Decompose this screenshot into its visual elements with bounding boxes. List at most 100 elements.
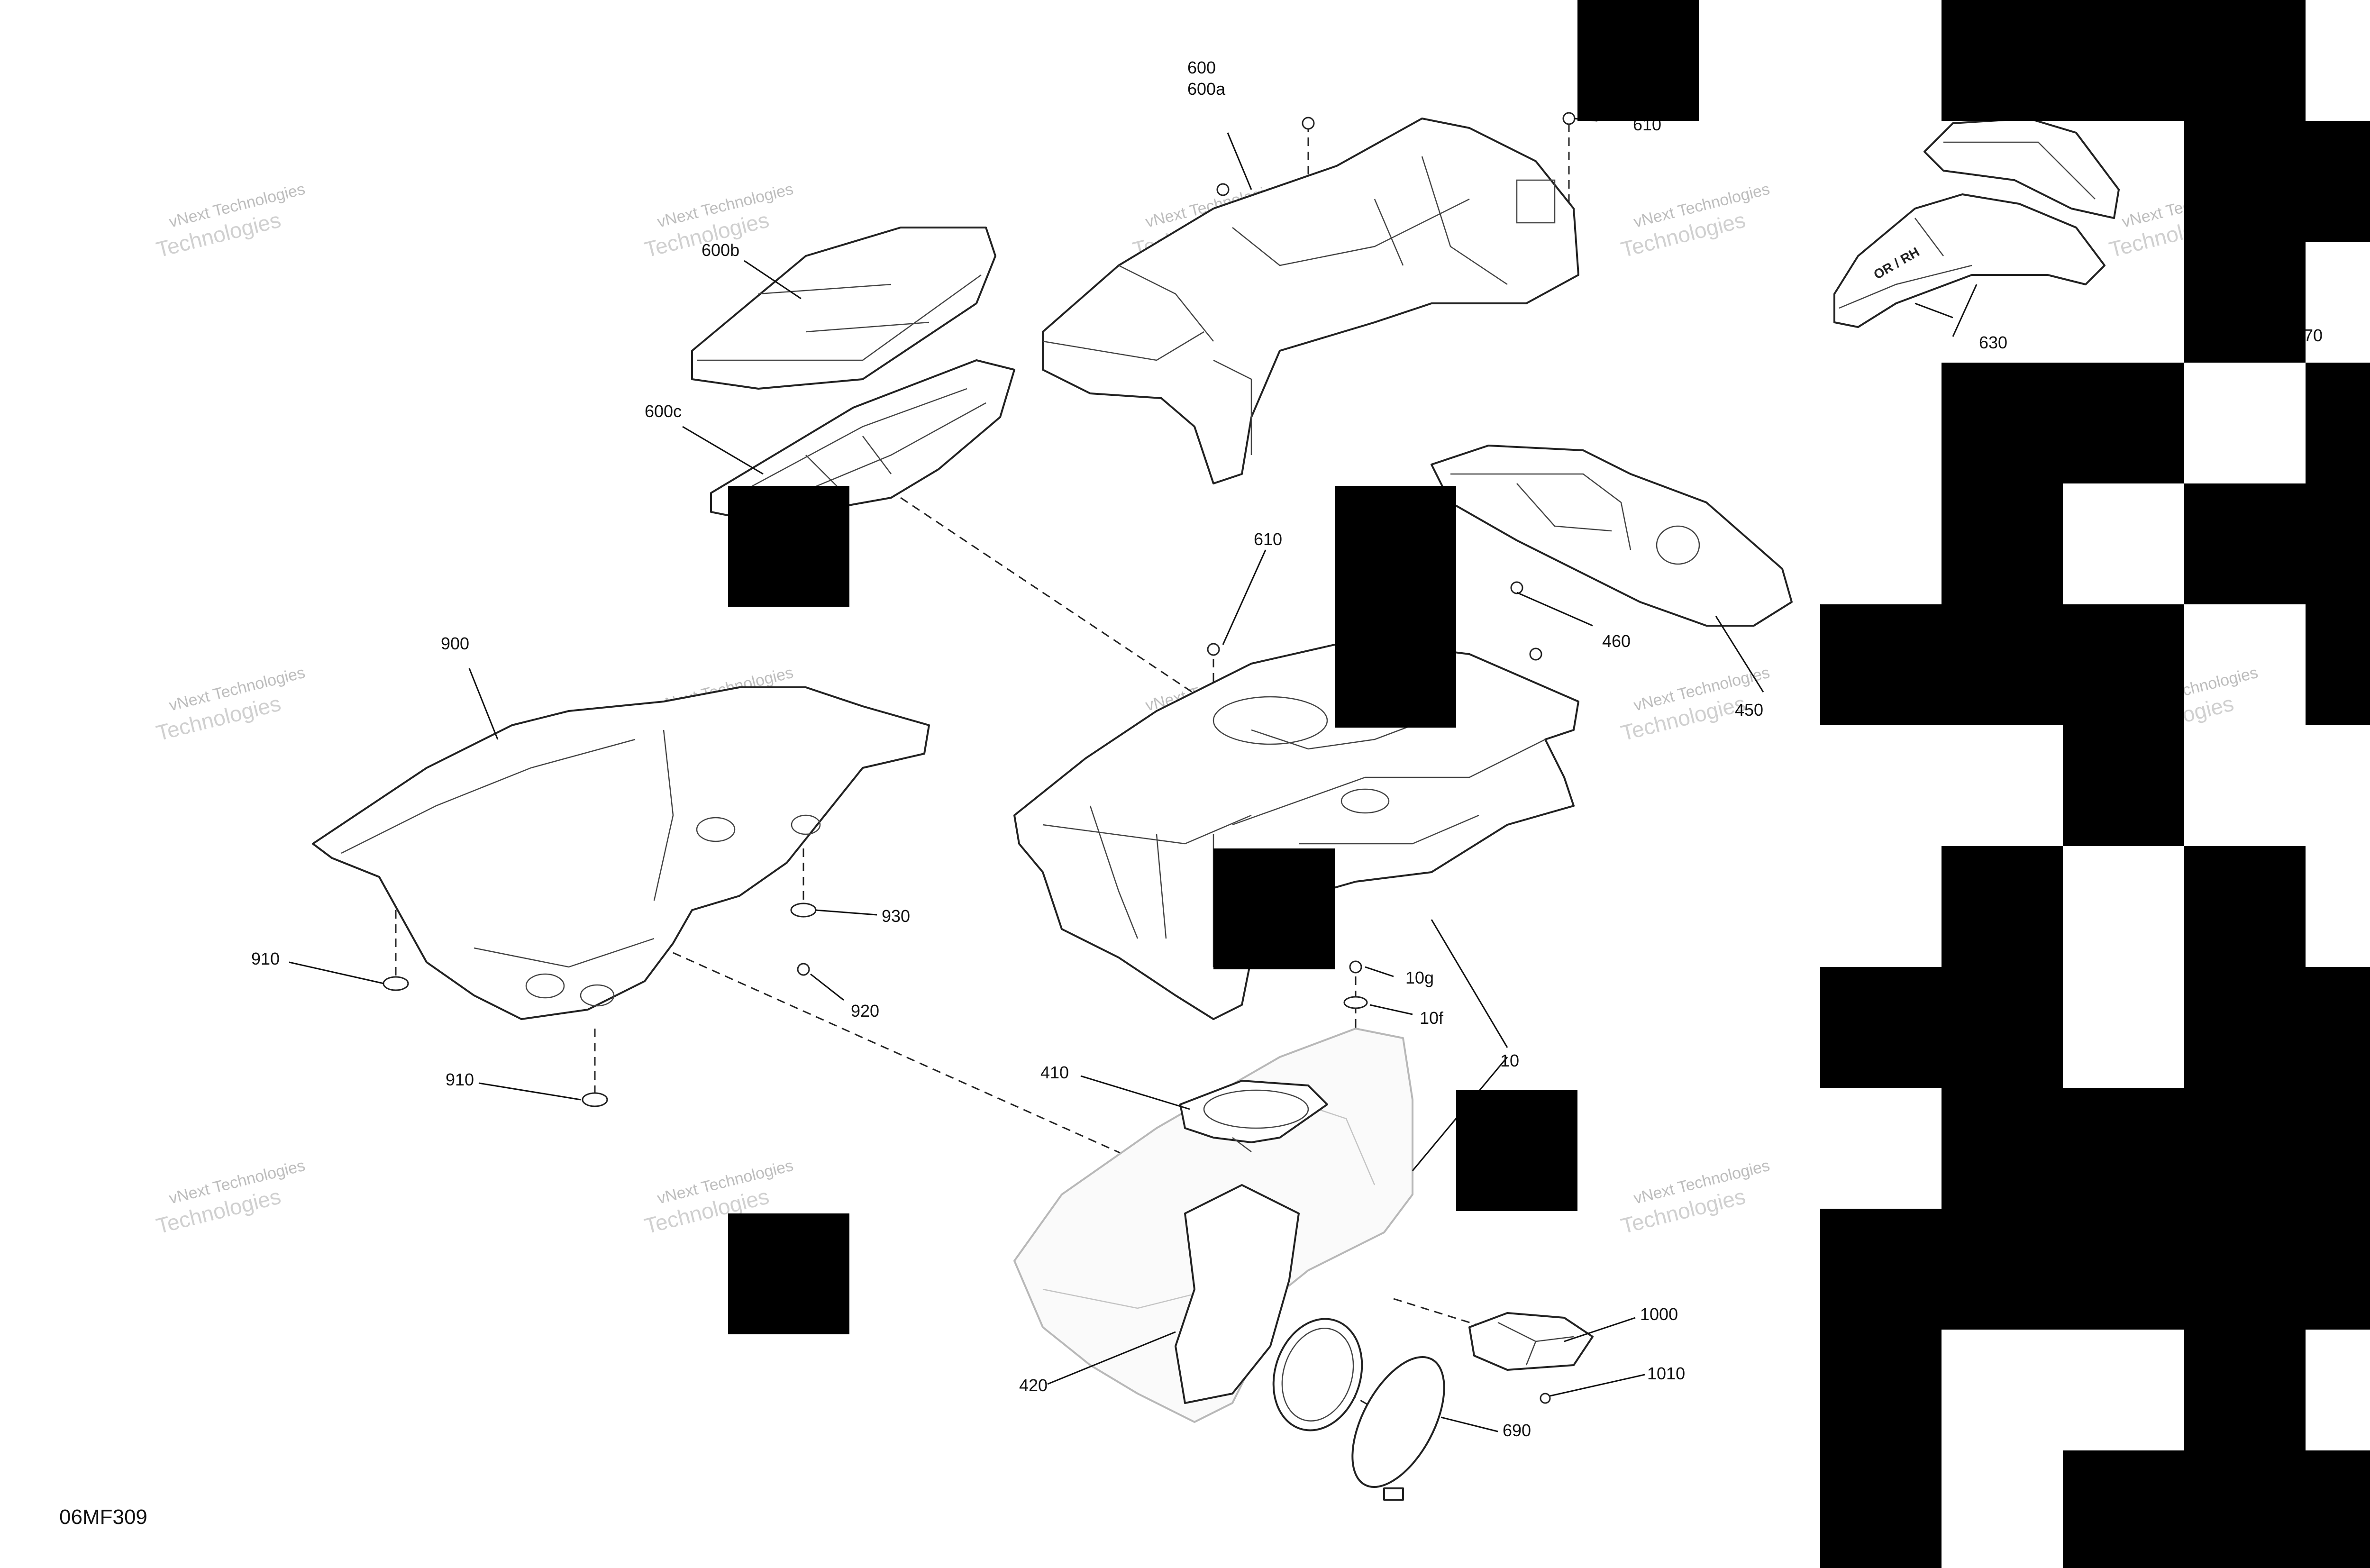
callout-label: 450 [1735, 700, 1763, 720]
drawing-id: 06MF309 [59, 1505, 147, 1529]
redaction-block [1942, 0, 2306, 121]
callout-label: 10f [1420, 1008, 1444, 1028]
fastener[interactable] [383, 976, 409, 991]
callout-label: 1010 [1647, 1364, 1685, 1383]
callouts: 600 600a 610 600b 600c 630 70 610 460 45… [251, 58, 2323, 1440]
callout-label: 930 [882, 906, 910, 926]
redaction-block [728, 486, 849, 607]
assembly-line [900, 497, 1200, 698]
redaction-block [1820, 967, 2063, 1088]
redaction-blocks [728, 0, 2370, 1568]
leader-line [682, 426, 764, 475]
redaction-block [1942, 363, 2184, 483]
redaction-block [2184, 967, 2370, 1088]
leader-line [1227, 132, 1252, 190]
leader-line [478, 1082, 581, 1101]
fastener[interactable] [1540, 1393, 1551, 1404]
redaction-block [2184, 121, 2306, 363]
leader-line [1222, 549, 1267, 645]
leader-line [1080, 1075, 1190, 1110]
callout-label: 690 [1503, 1421, 1531, 1440]
fastener[interactable] [1302, 117, 1315, 130]
redaction-block [1335, 486, 1456, 728]
leader-line [289, 961, 384, 985]
redaction-block [2184, 1330, 2306, 1450]
callout-label: 10 [1500, 1051, 1519, 1070]
fastener[interactable] [1562, 112, 1576, 125]
clamp-ring[interactable] [1333, 1342, 1463, 1501]
leader-line [1440, 1416, 1498, 1432]
watermark: vNext Technologies Technologies [1618, 180, 1771, 262]
seat-cushion[interactable] [691, 227, 996, 390]
redaction-block [1456, 1090, 1577, 1211]
redaction-block [2306, 121, 2370, 242]
redaction-block [1942, 483, 2063, 604]
leader-line [1369, 1004, 1413, 1015]
watermark: vNext Technologies Technologies [154, 1157, 307, 1239]
redaction-block [1213, 848, 1335, 969]
redaction-block [728, 1213, 849, 1334]
redaction-block [1820, 1330, 1942, 1568]
watermark: vNext Technologies Technologies [154, 180, 307, 262]
fastener[interactable] [1349, 960, 1362, 974]
redaction-block [1577, 0, 1699, 121]
fastener[interactable] [582, 1092, 608, 1107]
fastener[interactable] [1510, 581, 1523, 594]
side-panel-rh[interactable] [1431, 445, 1793, 627]
fastener[interactable] [790, 903, 817, 918]
leader-line [1564, 1317, 1636, 1342]
fuel-tank-top-housing[interactable] [1042, 118, 1579, 484]
leader-line [468, 668, 499, 740]
duct-cap[interactable] [1468, 1312, 1594, 1371]
redaction-block [2063, 725, 2184, 846]
fastener[interactable] [797, 963, 810, 976]
fastener[interactable] [1529, 647, 1542, 661]
leader-line [1047, 1331, 1176, 1385]
callout-label: 910 [446, 1070, 474, 1089]
assembly-line [1298, 1364, 1432, 1442]
air-tube[interactable] [1175, 1184, 1376, 1442]
callout-label: 910 [251, 949, 280, 968]
redaction-block [1820, 1209, 2370, 1330]
callout-label: 420 [1019, 1376, 1048, 1395]
fastener[interactable] [1207, 643, 1220, 656]
watermark: vNext Technologies Technologies [1618, 1157, 1771, 1239]
callout-label: 900 [441, 634, 469, 653]
leader-line [815, 909, 877, 916]
leader-line [1550, 1374, 1645, 1397]
callout-label: 600 [1187, 58, 1216, 77]
leader-line [1516, 592, 1593, 627]
callout-label: 460 [1602, 631, 1631, 651]
leader-line [1952, 284, 1978, 337]
callout-label: 70 [2304, 326, 2323, 345]
callout-label: 920 [851, 1001, 879, 1021]
leader-line [1365, 966, 1394, 977]
leader-line [1914, 302, 1953, 319]
callout-label: 600a [1187, 79, 1226, 99]
redaction-block [1820, 604, 2184, 725]
callout-label: 600b [702, 240, 739, 260]
callout-label: 10g [1405, 968, 1434, 987]
leader-line [810, 973, 844, 1001]
leader-line [744, 260, 802, 300]
leader-line [1431, 919, 1508, 1048]
callout-label: 610 [1254, 529, 1282, 549]
redaction-block [2306, 363, 2370, 725]
redaction-block [2184, 846, 2306, 967]
redaction-block [2063, 1450, 2370, 1568]
fastener[interactable] [1343, 996, 1368, 1009]
side-duct[interactable]: OR / RH [1833, 193, 2106, 328]
callout-label: 410 [1040, 1063, 1069, 1082]
redaction-block [1942, 1088, 2370, 1209]
watermark: vNext Technologies Technologies [154, 664, 307, 746]
redaction-block [2184, 483, 2306, 604]
assembly-line [673, 952, 1171, 1176]
lower-cover[interactable] [312, 686, 930, 1020]
callout-label: 1000 [1640, 1304, 1678, 1324]
callout-label: 600c [645, 401, 682, 421]
air-inlet-funnel[interactable] [1179, 1080, 1328, 1152]
fastener[interactable] [1216, 183, 1230, 196]
callout-label: 630 [1979, 333, 2007, 352]
